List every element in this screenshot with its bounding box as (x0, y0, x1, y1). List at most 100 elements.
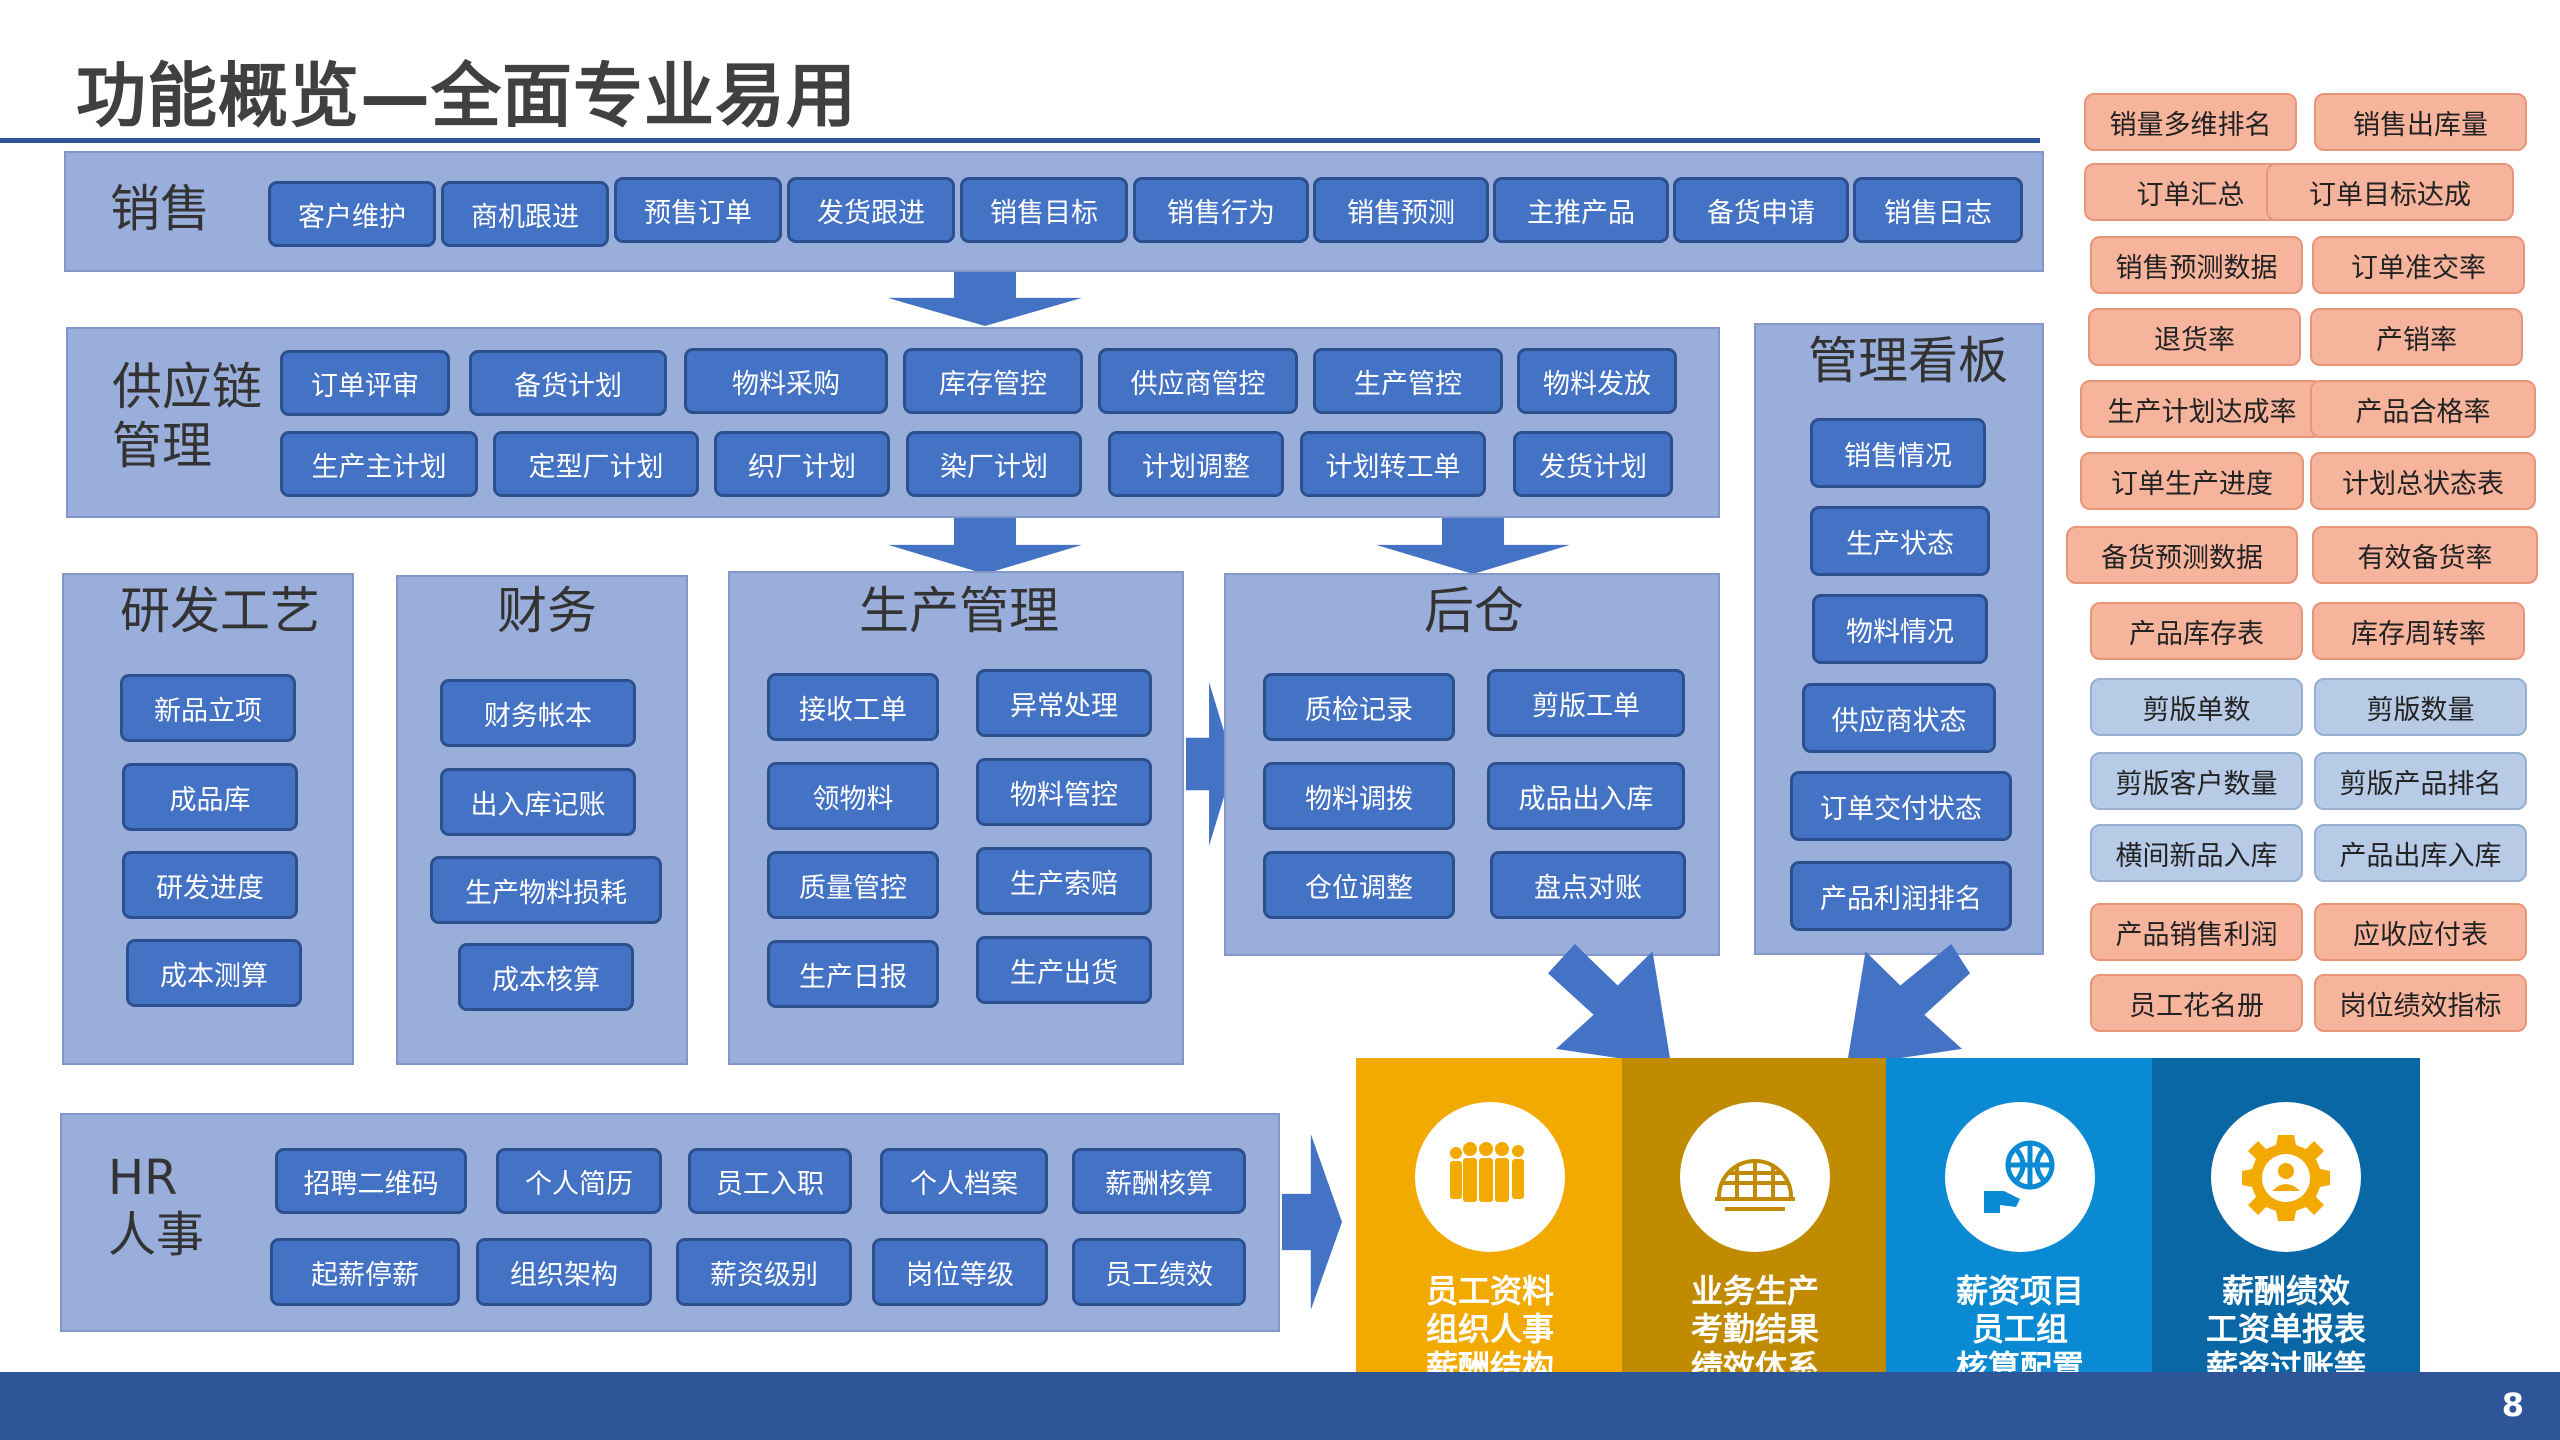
dashboard-label: 管理看板 (1808, 332, 2008, 390)
dashboard-item[interactable]: 物料情况 (1812, 594, 1988, 664)
finance-item[interactable]: 出入库记账 (440, 768, 636, 836)
supply-item[interactable]: 物料发放 (1517, 348, 1677, 414)
production-item[interactable]: 生产出货 (976, 936, 1152, 1004)
tile-line: 薪资项目 (1955, 1272, 2084, 1310)
supply-item[interactable]: 定型厂计划 (493, 431, 699, 497)
supply-item[interactable]: 生产管控 (1313, 348, 1503, 414)
rd-item[interactable]: 研发进度 (122, 851, 298, 919)
page-number: 8 (2501, 1386, 2524, 1424)
kpi-item[interactable]: 计划总状态表 (2310, 452, 2536, 510)
sales-item[interactable]: 主推产品 (1493, 177, 1669, 243)
kpi-item[interactable]: 应收应付表 (2314, 903, 2527, 961)
kpi-item[interactable]: 库存周转率 (2312, 602, 2525, 660)
sales-item[interactable]: 销售行为 (1133, 177, 1309, 243)
supply-item[interactable]: 物料采购 (684, 348, 888, 414)
hr-item[interactable]: 起薪停薪 (270, 1238, 460, 1306)
production-item[interactable]: 接收工单 (767, 673, 939, 741)
hr-item[interactable]: 员工入职 (688, 1148, 852, 1214)
hr-item[interactable]: 招聘二维码 (275, 1148, 467, 1214)
production-item[interactable]: 异常处理 (976, 669, 1152, 737)
tile-hr-records: 员工资料 组织人事 薪酬结构 (1356, 1058, 1624, 1388)
dashboard-item[interactable]: 生产状态 (1810, 506, 1990, 576)
kpi-item[interactable]: 订单准交率 (2312, 236, 2525, 294)
dashboard-item[interactable]: 产品利润排名 (1790, 861, 2012, 931)
warehouse-item[interactable]: 成品出入库 (1487, 762, 1685, 830)
sales-item[interactable]: 客户维护 (268, 181, 436, 247)
rd-label: 研发工艺 (120, 582, 320, 640)
supply-item[interactable]: 备货计划 (469, 350, 667, 416)
rd-item[interactable]: 成品库 (122, 763, 298, 831)
hr-item[interactable]: 个人档案 (880, 1148, 1048, 1214)
finance-item[interactable]: 成本核算 (458, 943, 634, 1011)
kpi-item[interactable]: 生产计划达成率 (2080, 380, 2324, 438)
production-item[interactable]: 生产索赔 (976, 847, 1152, 915)
finance-item[interactable]: 财务帐本 (440, 679, 636, 747)
sales-item[interactable]: 销售日志 (1853, 177, 2023, 243)
supply-item[interactable]: 供应商管控 (1098, 348, 1298, 414)
kpi-item[interactable]: 产品销售利润 (2090, 903, 2303, 961)
hr-item[interactable]: 组织架构 (476, 1238, 652, 1306)
production-item[interactable]: 生产日报 (767, 940, 939, 1008)
kpi-item[interactable]: 销售预测数据 (2090, 236, 2303, 294)
warehouse-item[interactable]: 盘点对账 (1490, 851, 1686, 919)
kpi-item[interactable]: 产品合格率 (2310, 380, 2536, 438)
supply-item[interactable]: 计划调整 (1108, 431, 1284, 497)
sales-item[interactable]: 销售目标 (960, 177, 1128, 243)
supply-item[interactable]: 发货计划 (1513, 431, 1673, 497)
supply-item[interactable]: 织厂计划 (714, 431, 890, 497)
kpi-item[interactable]: 剪版产品排名 (2314, 752, 2527, 810)
hr-item[interactable]: 岗位等级 (872, 1238, 1048, 1306)
kpi-item[interactable]: 订单汇总 (2084, 163, 2297, 221)
kpi-item[interactable]: 订单生产进度 (2080, 452, 2304, 510)
hr-item[interactable]: 员工绩效 (1072, 1238, 1246, 1306)
production-item[interactable]: 质量管控 (767, 851, 939, 919)
arrow-down-icon (888, 272, 1082, 326)
sales-item[interactable]: 发货跟进 (787, 177, 955, 243)
hr-item[interactable]: 薪酬核算 (1072, 1148, 1246, 1214)
hr-item[interactable]: 薪资级别 (676, 1238, 852, 1306)
tile-payroll-reports: 薪酬绩效 工资单报表 薪资过账等 (2152, 1058, 2420, 1388)
kpi-item[interactable]: 销售出库量 (2314, 93, 2527, 151)
production-item[interactable]: 领物料 (767, 762, 939, 830)
sales-item[interactable]: 预售订单 (614, 177, 782, 243)
supply-item[interactable]: 订单评审 (280, 350, 450, 416)
arrow-diagonal-icon (1846, 944, 1970, 1066)
sales-item[interactable]: 备货申请 (1673, 177, 1849, 243)
rd-item[interactable]: 成本测算 (126, 939, 302, 1007)
supply-item[interactable]: 染厂计划 (906, 431, 1082, 497)
sales-item[interactable]: 销售预测 (1313, 177, 1489, 243)
warehouse-item[interactable]: 仓位调整 (1263, 851, 1455, 919)
kpi-item[interactable]: 备货预测数据 (2066, 526, 2298, 584)
kpi-item[interactable]: 剪版单数 (2090, 678, 2303, 736)
warehouse-item[interactable]: 质检记录 (1263, 673, 1455, 741)
dashboard-item[interactable]: 销售情况 (1810, 418, 1986, 488)
kpi-item[interactable]: 员工花名册 (2090, 974, 2303, 1032)
kpi-item[interactable]: 产品出库入库 (2314, 824, 2527, 882)
rd-item[interactable]: 新品立项 (120, 674, 296, 742)
supply-item[interactable]: 计划转工单 (1300, 431, 1486, 497)
kpi-item[interactable]: 产销率 (2310, 308, 2523, 366)
dashboard-item[interactable]: 订单交付状态 (1790, 771, 2012, 841)
kpi-item[interactable]: 有效备货率 (2312, 526, 2538, 584)
hr-item[interactable]: 个人简历 (496, 1148, 662, 1214)
production-item[interactable]: 物料管控 (976, 758, 1152, 826)
finance-item[interactable]: 生产物料损耗 (430, 856, 662, 924)
sales-item[interactable]: 商机跟进 (441, 181, 609, 247)
kpi-item[interactable]: 产品库存表 (2090, 602, 2303, 660)
tile-line: 员工组 (1971, 1310, 2068, 1348)
supply-item[interactable]: 库存管控 (903, 348, 1083, 414)
warehouse-item[interactable]: 物料调拨 (1263, 762, 1455, 830)
kpi-item[interactable]: 岗位绩效指标 (2314, 974, 2527, 1032)
kpi-item[interactable]: 退货率 (2088, 308, 2301, 366)
kpi-item[interactable]: 剪版数量 (2314, 678, 2527, 736)
tile-line: 薪酬绩效 (2221, 1272, 2350, 1310)
dashboard-item[interactable]: 供应商状态 (1802, 683, 1996, 753)
kpi-item[interactable]: 横间新品入库 (2090, 824, 2303, 882)
kpi-item[interactable]: 剪版客户数量 (2090, 752, 2303, 810)
warehouse-label: 后仓 (1424, 582, 1524, 640)
supply-item[interactable]: 生产主计划 (280, 431, 478, 497)
warehouse-item[interactable]: 剪版工单 (1487, 669, 1685, 737)
kpi-item[interactable]: 销量多维排名 (2084, 93, 2297, 151)
tile-line: 员工资料 (1425, 1272, 1554, 1310)
kpi-item[interactable]: 订单目标达成 (2266, 163, 2514, 221)
